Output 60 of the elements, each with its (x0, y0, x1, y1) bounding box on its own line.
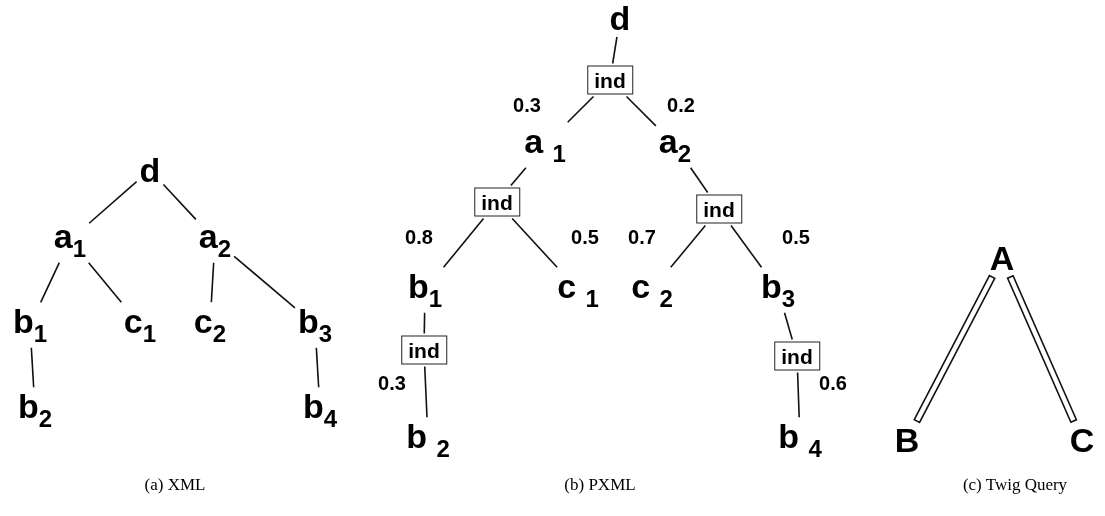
tree-edge (796, 371, 800, 419)
tree-node-label: b $_{4}$ (777, 419, 823, 461)
tree-node-label: C (1068, 423, 1096, 457)
tree-edge (669, 224, 707, 269)
double-line (1006, 274, 1078, 424)
edge-label: 0.2 (667, 93, 695, 117)
tree-edge (689, 166, 709, 194)
tree-node-label: A (988, 241, 1016, 275)
ind-box: ind (474, 187, 520, 217)
tree-edge (315, 346, 320, 389)
tree-node-label: d (138, 153, 162, 187)
ind-box: ind (774, 341, 820, 371)
caption: (b) PXML (564, 475, 636, 495)
edge-label: 0.3 (378, 371, 406, 395)
tree-node-label: c $_{2}$ (630, 269, 674, 311)
double-line (913, 274, 996, 424)
tree-edge (566, 95, 595, 124)
tree-node-label: a $_{1}$ (523, 124, 567, 166)
tree-edge (611, 36, 618, 65)
ind-box: ind (696, 194, 742, 224)
tree-node-label: a$_{2}$ (657, 124, 693, 166)
tree-edge (442, 217, 485, 269)
tree-node-label: b$_{3}$ (759, 269, 797, 311)
tree-edge (511, 217, 558, 269)
tree-edge (233, 255, 296, 309)
edge-label: 0.3 (513, 93, 541, 117)
edge-label: 0.8 (405, 225, 433, 249)
tree-edge (39, 261, 61, 304)
tree-edge (30, 346, 35, 389)
caption: (a) XML (144, 475, 206, 495)
tree-edge (783, 311, 794, 341)
tree-edge (210, 261, 215, 304)
tree-node-label: b$_{3}$ (296, 304, 334, 346)
tree-node-label: b$_{2}$ (16, 389, 54, 431)
edge-label: 0.7 (628, 225, 656, 249)
tree-node-label: a$_{1}$ (52, 219, 88, 261)
tree-edge (510, 166, 527, 187)
tree-node-label: c $_{1}$ (556, 269, 600, 311)
tree-edge (730, 224, 763, 269)
edge-label: 0.6 (819, 371, 847, 395)
tree-node-label: d (608, 1, 632, 35)
tree-edge (88, 180, 138, 225)
ind-box: ind (401, 335, 447, 365)
tree-node-label: B (893, 423, 921, 457)
caption: (c) Twig Query (962, 475, 1068, 495)
tree-node-label: b$_{1}$ (11, 304, 49, 346)
tree-node-label: b $_{2}$ (405, 419, 451, 461)
tree-edge (423, 311, 426, 335)
tree-node-label: c$_{2}$ (192, 304, 228, 346)
edge-label: 0.5 (571, 225, 599, 249)
tree-edge (423, 365, 428, 419)
tree-node-label: a$_{2}$ (197, 219, 233, 261)
tree-node-label: b$_{4}$ (301, 389, 339, 431)
edge-label: 0.5 (782, 225, 810, 249)
tree-edge (162, 183, 197, 221)
tree-node-label: c$_{1}$ (122, 304, 158, 346)
tree-node-label: b$_{1}$ (406, 269, 444, 311)
tree-edge (625, 95, 657, 127)
tree-edge (87, 261, 123, 304)
ind-box: ind (587, 65, 633, 95)
